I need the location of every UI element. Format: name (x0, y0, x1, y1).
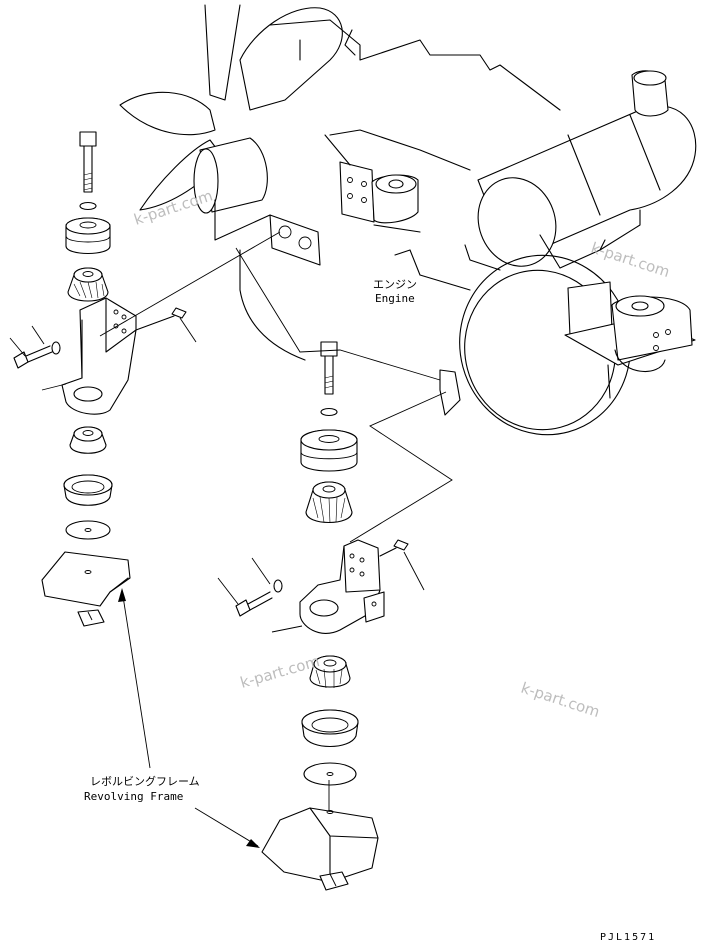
watermark: k-part.com (519, 679, 602, 721)
revolving-frame-label-jp: レボルビングフレーム (90, 774, 200, 788)
revolving-frame-label-en: Revolving Frame (84, 790, 183, 803)
muffler (477, 70, 697, 269)
frame-leaders (118, 588, 260, 848)
watermark: k-part.com (589, 239, 672, 281)
left-mount-stack (9, 131, 281, 627)
engine-label-jp: エンジン (373, 278, 417, 291)
drawing-code: PJL1571 (600, 932, 656, 943)
engine-label-en: Engine (375, 292, 415, 305)
watermark: k-part.com (238, 652, 321, 692)
engine-outline (119, 4, 561, 361)
rear-engine-mount (564, 281, 696, 399)
center-mount-stack (217, 247, 453, 891)
